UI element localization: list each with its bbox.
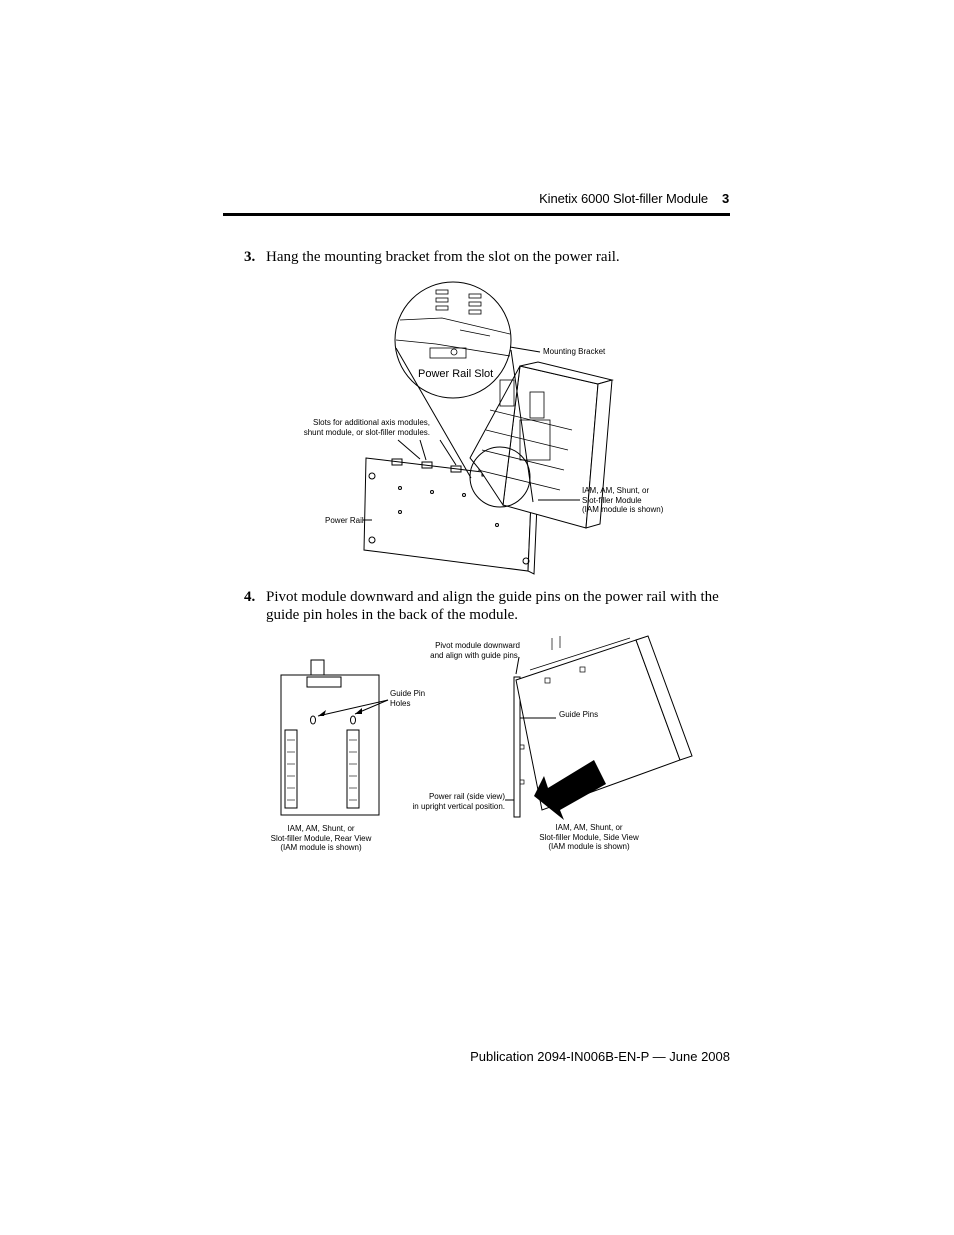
figure-2-illustration <box>280 635 693 818</box>
header-rule <box>223 213 730 216</box>
label-pivot: Pivot module downward and align with gui… <box>430 641 520 660</box>
pivot-arrow <box>534 760 606 820</box>
callout-power-rail-slot: Power Rail Slot <box>418 368 494 380</box>
running-header-title: Kinetix 6000 Slot-filler Module <box>539 191 708 206</box>
label-power-rail: Power Rail <box>325 516 364 525</box>
label-guide-pins: Guide Pins <box>559 710 599 719</box>
rear-view-module <box>280 674 380 816</box>
step-3-text: Hang the mounting bracket from the slot … <box>266 249 620 265</box>
label-power-rail-side: Power rail (side view) in upright vertic… <box>412 792 506 811</box>
label-module: IAM, AM, Shunt, or Slot-filler Module (I… <box>582 486 664 514</box>
step-3-number: 3. <box>244 249 256 265</box>
page-number: 3 <box>722 191 730 206</box>
step-4: 4. Pivot module downward and align the g… <box>244 588 730 624</box>
step-3: 3. Hang the mounting bracket from the sl… <box>244 248 730 266</box>
magnifier-circle <box>394 281 512 399</box>
label-rear-view: IAM, AM, Shunt, or Slot-filler Module, R… <box>270 824 372 852</box>
step-4-text: Pivot module downward and align the guid… <box>266 589 719 623</box>
label-mounting-bracket: Mounting Bracket <box>543 347 606 356</box>
label-slots: Slots for additional axis modules, shunt… <box>303 418 430 437</box>
label-guide-pin-holes: Guide Pin Holes <box>390 689 426 708</box>
step-4-number: 4. <box>244 589 256 605</box>
label-side-view: IAM, AM, Shunt, or Slot-filler Module, S… <box>539 823 639 851</box>
publication-footer: Publication 2094-IN006B-EN-P — June 2008 <box>470 1049 730 1064</box>
